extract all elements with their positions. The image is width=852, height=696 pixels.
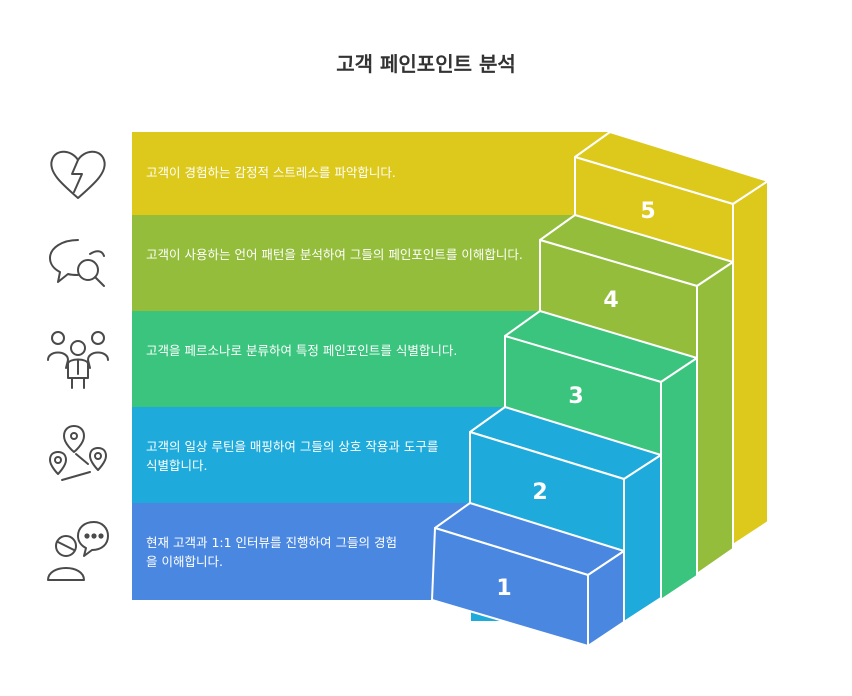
step-4-text: 고객이 사용하는 언어 패턴을 분석하여 그들의 페인포인트를 이해합니다.	[146, 247, 523, 262]
step-5-text: 고객이 경험하는 감정적 스트레스를 파악합니다.	[146, 165, 396, 180]
step-number-3: 3	[568, 384, 583, 409]
step-5-side	[732, 180, 769, 546]
step-3-text: 고객을 페르소나로 분류하여 특정 페인포인트를 식별합니다.	[146, 343, 458, 358]
step-1-side	[587, 550, 625, 647]
step-number-4: 4	[603, 288, 618, 313]
step-4-side	[696, 261, 734, 575]
step-2-text: 고객의 일상 루틴을 매핑하여 그들의 상호 작용과 도구를 식별합니다.	[146, 439, 439, 473]
band-5	[132, 132, 610, 215]
step-number-2: 2	[532, 480, 547, 505]
step-1-text: 현재 고객과 1:1 인터뷰를 진행하여 그들의 경험을 이해합니다.	[146, 535, 397, 569]
step-number-5: 5	[640, 199, 655, 224]
interview-icon	[47, 521, 109, 581]
band-4	[132, 215, 575, 311]
journey-map-icon	[49, 425, 107, 481]
broken-heart-icon	[50, 150, 106, 199]
band-1	[132, 503, 470, 600]
band-2	[132, 407, 505, 503]
step-number-1: 1	[496, 576, 511, 601]
step-3-side	[660, 357, 698, 601]
band-3	[132, 311, 540, 407]
diagram-title: 고객 페인포인트 분석	[336, 52, 516, 76]
persona-icon	[47, 331, 109, 389]
step-2-side	[623, 454, 662, 623]
speech-search-icon	[49, 239, 105, 287]
step-1	[431, 502, 625, 647]
